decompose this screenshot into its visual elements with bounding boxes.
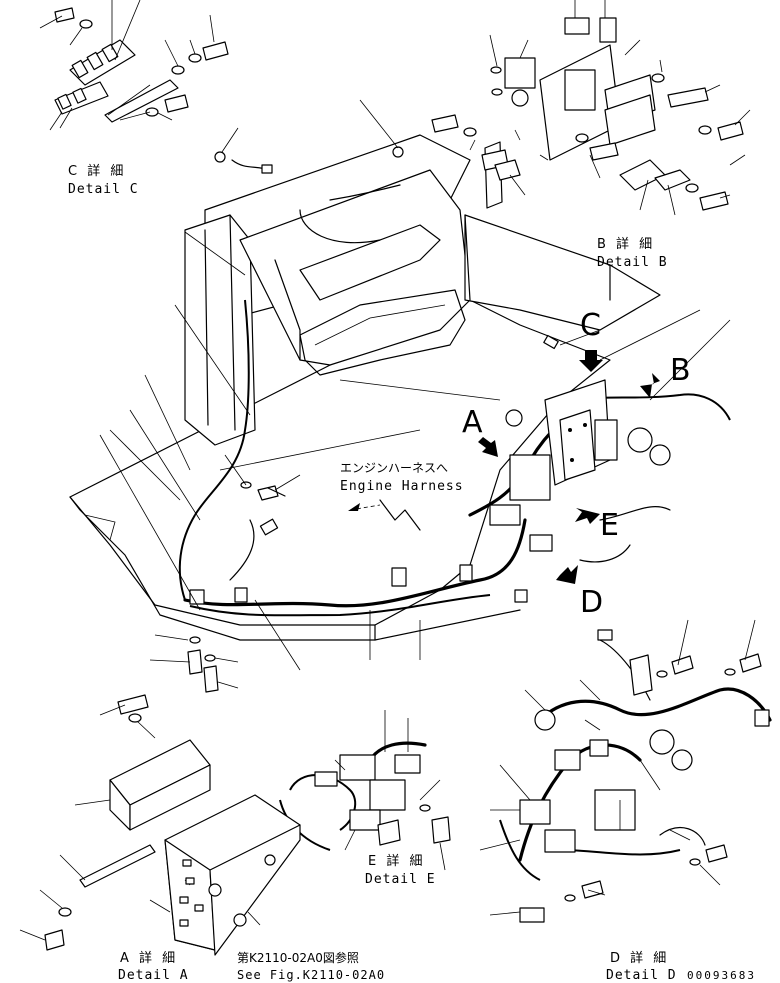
see-fig-label: 第K2110-02A0図参照 See Fig.K2110-02A0 bbox=[237, 950, 385, 982]
view-letter-d: D bbox=[580, 585, 603, 620]
detail-e-drawing bbox=[279, 710, 451, 871]
detail-e-label-en: Detail E bbox=[365, 872, 436, 887]
view-letter-e: E bbox=[600, 508, 619, 543]
detail-a-label-en: Detail A bbox=[118, 968, 189, 983]
detail-c-label: C 詳 細 Detail C bbox=[68, 163, 139, 197]
view-arrow-e bbox=[575, 508, 600, 524]
clamp bbox=[459, 564, 473, 582]
detail-d-label: D 詳 細 Detail D bbox=[606, 950, 677, 983]
engine-harness-label-en: Engine Harness bbox=[340, 479, 464, 494]
detail-a-drawing bbox=[19, 694, 301, 956]
relay-block bbox=[489, 379, 671, 552]
clamp bbox=[514, 589, 528, 603]
see-fig-label-jp: 第K2110-02A0図参照 bbox=[237, 950, 359, 965]
detail-c-label-en: Detail C bbox=[68, 182, 139, 197]
main-wiring-harness bbox=[178, 146, 731, 617]
engine-harness-label-jp: エンジンハーネスへ bbox=[340, 461, 448, 475]
clamp bbox=[189, 589, 205, 605]
view-arrow-a bbox=[478, 437, 498, 457]
see-fig-label-en: See Fig.K2110-02A0 bbox=[237, 968, 385, 982]
view-letter-c: C bbox=[580, 308, 601, 343]
box-body bbox=[509, 454, 551, 501]
detail-e-label: E 詳 細 Detail E bbox=[365, 853, 436, 887]
detail-a-label-jp: A 詳 細 bbox=[120, 950, 178, 966]
clamp bbox=[234, 587, 248, 603]
engine-harness-label: エンジンハーネスへ Engine Harness bbox=[340, 461, 464, 494]
detail-c-drawing bbox=[39, 0, 229, 131]
detail-c-label-jp: C 詳 細 bbox=[68, 163, 126, 179]
detail-d-drawing bbox=[479, 619, 772, 923]
view-arrows bbox=[478, 350, 660, 584]
view-letter-b: B bbox=[670, 353, 691, 388]
detail-a-label: A 詳 細 Detail A bbox=[118, 950, 189, 983]
part-id: 00093683 bbox=[687, 969, 756, 982]
detail-d-label-jp: D 詳 細 bbox=[610, 950, 669, 966]
detail-b-label-jp: B 詳 細 bbox=[597, 236, 655, 252]
detail-b-label: B 詳 細 Detail B bbox=[597, 236, 668, 270]
grommet bbox=[505, 409, 523, 427]
detail-e-label-jp: E 詳 細 bbox=[368, 853, 425, 869]
view-arrow-c bbox=[579, 350, 603, 372]
main-fasteners bbox=[187, 151, 559, 693]
detail-d-label-en: Detail D bbox=[606, 968, 677, 983]
view-arrow-d bbox=[556, 565, 578, 584]
detail-b-label-en: Detail B bbox=[597, 255, 668, 270]
view-letter-a: A bbox=[462, 405, 483, 440]
connector bbox=[529, 534, 553, 552]
main-assembly bbox=[69, 134, 661, 641]
leader-lines bbox=[99, 99, 731, 689]
view-arrow-b bbox=[640, 373, 660, 398]
detail-b-drawing bbox=[431, 0, 751, 216]
connector-round bbox=[649, 444, 671, 466]
connector-round bbox=[627, 427, 653, 453]
relay-unit bbox=[594, 419, 618, 461]
clamp bbox=[391, 567, 407, 587]
engine-harness-pointer bbox=[348, 499, 421, 531]
connector bbox=[489, 504, 521, 526]
grommet bbox=[392, 146, 404, 158]
